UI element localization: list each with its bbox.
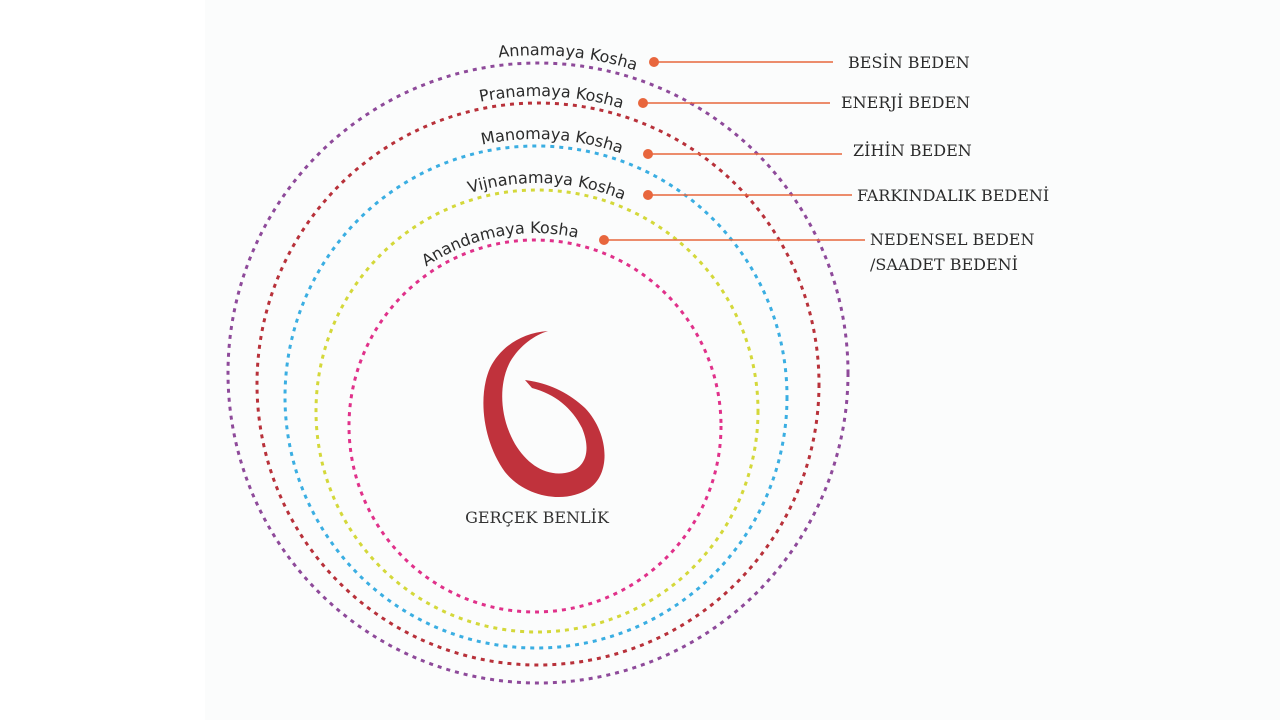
kosha-label-manomaya: Manomaya Kosha [479, 124, 626, 157]
kosha-label-annamaya: Annamaya Kosha [497, 40, 640, 74]
vijnanamaya-ring [314, 188, 760, 634]
leader-dot-1 [649, 57, 659, 67]
manomaya-ring [283, 144, 789, 650]
background-panel [205, 0, 1280, 720]
kosha-label-vijnanamaya: Vijnanamaya Kosha [465, 168, 628, 204]
body-label-zihin: ZİHİN BEDEN [853, 140, 972, 160]
true-self-label: GERÇEK BENLİK [465, 507, 610, 527]
leader-dot-4 [643, 190, 653, 200]
body-label-nedensel: NEDENSEL BEDEN [870, 230, 1034, 249]
leader-dot-2 [638, 98, 648, 108]
kosha-label-pranamaya: Pranamaya Kosha [478, 81, 627, 112]
pranamaya-ring [255, 101, 821, 667]
leader-dot-3 [643, 149, 653, 159]
body-label-enerji: ENERJİ BEDEN [841, 92, 970, 112]
leader-dot-5 [599, 235, 609, 245]
body-label-farkindalik: FARKINDALIK BEDENİ [857, 185, 1049, 205]
body-label-besin: BESİN BEDEN [848, 52, 970, 72]
body-label-saadet: /SAADET BEDENİ [870, 254, 1018, 274]
annamaya-ring [226, 61, 850, 685]
true-self-logo-icon [483, 331, 605, 498]
anandamaya-ring [347, 238, 723, 614]
